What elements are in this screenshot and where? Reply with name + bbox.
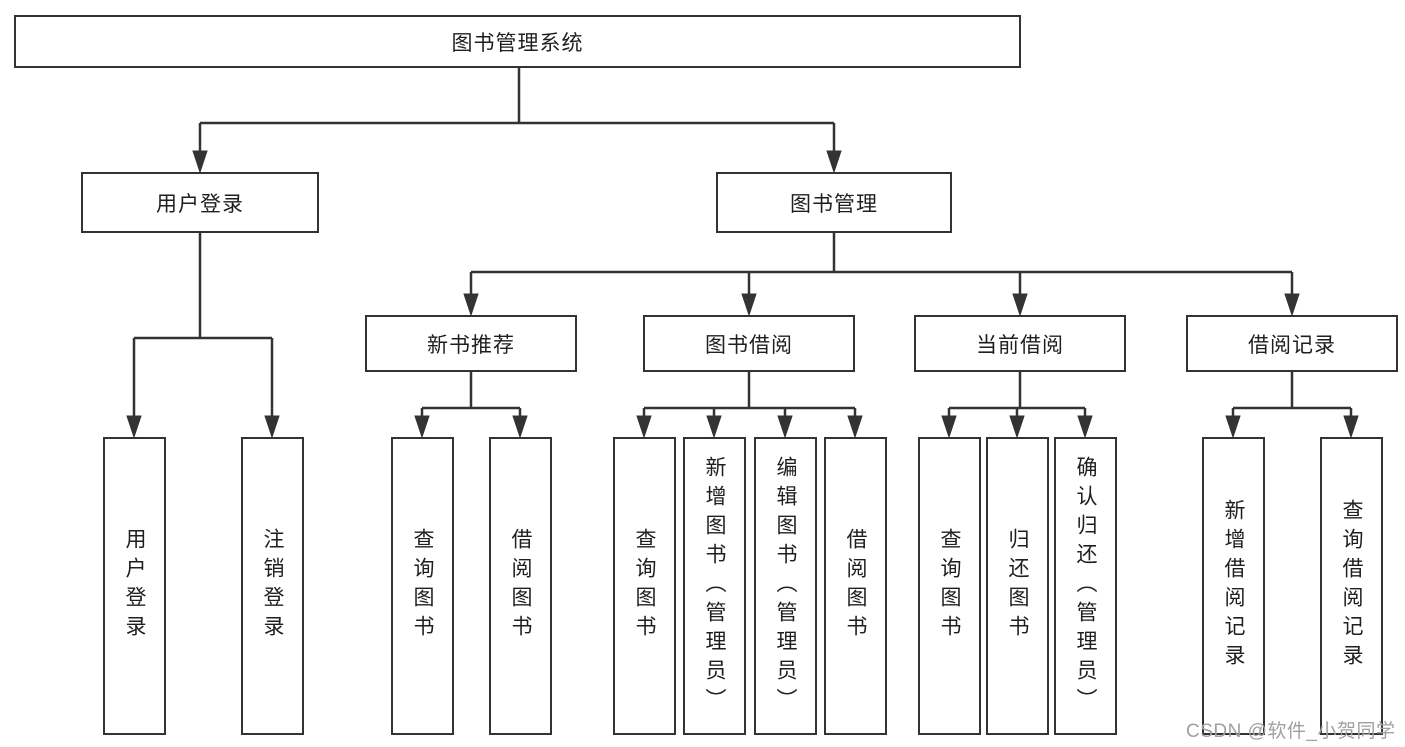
leaf-user-login-label: 用户登录 [123,528,146,644]
node-new-book-recommend-label: 新书推荐 [427,333,515,357]
node-root-label: 图书管理系统 [451,31,584,55]
leaf-borrow-books: 借阅图书 [824,437,887,735]
leaf-query-books-current: 查询图书 [918,437,981,735]
leaf-query-books-borrow-label: 查询图书 [633,528,656,644]
leaf-query-books-borrow: 查询图书 [613,437,676,735]
node-borrow-records: 借阅记录 [1186,315,1398,372]
node-book-management: 图书管理 [716,172,952,233]
leaf-borrow-books-recommend: 借阅图书 [489,437,552,735]
leaf-query-books-recommend: 查询图书 [391,437,454,735]
leaf-user-login: 用户登录 [103,437,166,735]
leaf-query-borrow-record: 查询借阅记录 [1320,437,1383,735]
leaf-query-books-recommend-label: 查询图书 [411,528,434,644]
leaf-edit-books-admin-label: 编辑图书（管理员） [774,455,797,717]
node-borrow-records-label: 借阅记录 [1248,333,1336,357]
leaf-add-borrow-record-label: 新增借阅记录 [1222,499,1245,673]
node-user-login-label: 用户登录 [156,192,244,216]
leaf-query-books-current-label: 查询图书 [938,528,961,644]
node-book-borrow: 图书借阅 [643,315,855,372]
node-root: 图书管理系统 [14,15,1021,68]
leaf-confirm-return-admin-label: 确认归还（管理员） [1074,455,1097,717]
leaf-return-books-label: 归还图书 [1006,528,1029,644]
node-current-borrow: 当前借阅 [914,315,1126,372]
node-new-book-recommend: 新书推荐 [365,315,577,372]
leaf-return-books: 归还图书 [986,437,1049,735]
node-book-borrow-label: 图书借阅 [705,333,793,357]
node-current-borrow-label: 当前借阅 [976,333,1064,357]
leaf-query-borrow-record-label: 查询借阅记录 [1340,499,1363,673]
leaf-add-borrow-record: 新增借阅记录 [1202,437,1265,735]
node-book-management-label: 图书管理 [790,192,878,216]
leaf-edit-books-admin: 编辑图书（管理员） [754,437,817,735]
leaf-add-books-admin: 新增图书（管理员） [683,437,746,735]
leaf-logout-label: 注销登录 [261,528,284,644]
leaf-borrow-books-label: 借阅图书 [844,528,867,644]
leaf-confirm-return-admin: 确认归还（管理员） [1054,437,1117,735]
leaf-logout: 注销登录 [241,437,304,735]
watermark: CSDN @软件_小贺同学 [1186,721,1396,742]
leaf-borrow-books-recommend-label: 借阅图书 [509,528,532,644]
leaf-add-books-admin-label: 新增图书（管理员） [703,455,726,717]
node-user-login: 用户登录 [81,172,319,233]
